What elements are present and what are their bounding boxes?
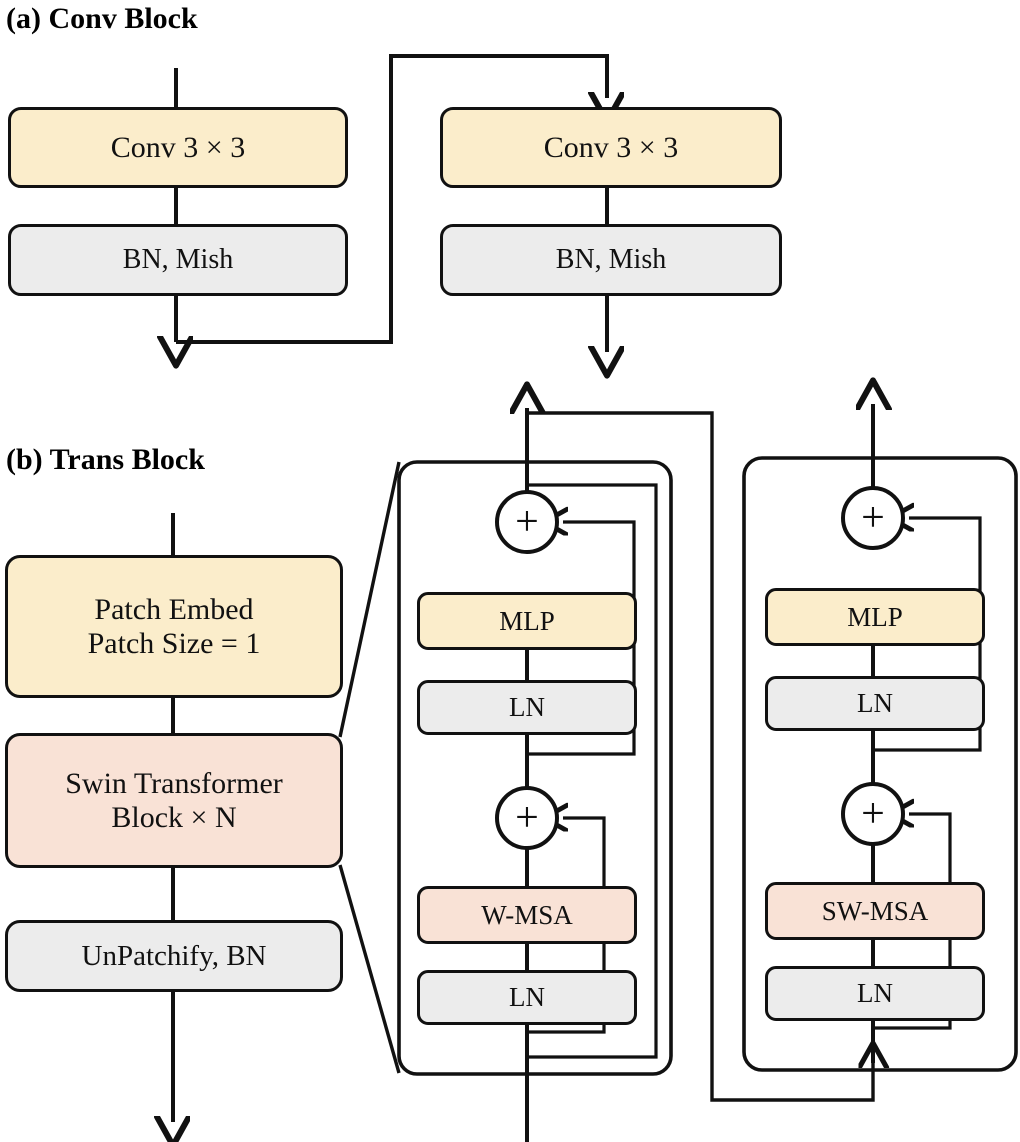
panel-a-title: (a) Conv Block bbox=[6, 2, 198, 35]
ln-4-label: LN bbox=[857, 978, 893, 1009]
bn-left-label: BN, Mish bbox=[122, 244, 234, 276]
ln-2-label: LN bbox=[509, 982, 545, 1013]
swin-block-box: Swin Transformer Block × N bbox=[5, 733, 343, 868]
ln-3-label: LN bbox=[857, 688, 893, 719]
add-2: + bbox=[515, 795, 539, 841]
bn-right-box: BN, Mish bbox=[440, 224, 782, 296]
bn-left-box: BN, Mish bbox=[8, 224, 348, 296]
conv-left-box: Conv 3 × 3 bbox=[8, 107, 348, 188]
mlp-1-box: MLP bbox=[417, 592, 637, 650]
mlp-1-label: MLP bbox=[499, 605, 555, 636]
sw-msa-box: SW-MSA bbox=[765, 882, 985, 940]
patch-embed-label-line2: Patch Size = 1 bbox=[87, 626, 261, 660]
unpatchify-box: UnPatchify, BN bbox=[5, 920, 343, 992]
ln-1-label: LN bbox=[509, 692, 545, 723]
conv-right-box: Conv 3 × 3 bbox=[440, 107, 782, 188]
conv-left-label: Conv 3 × 3 bbox=[110, 130, 246, 164]
add-3: + bbox=[861, 495, 885, 541]
ln-2-box: LN bbox=[417, 970, 637, 1025]
add-1: + bbox=[515, 499, 539, 545]
ln-3-box: LN bbox=[765, 676, 985, 731]
patch-embed-box: Patch Embed Patch Size = 1 bbox=[5, 555, 343, 698]
unpatchify-label: UnPatchify, BN bbox=[81, 939, 267, 972]
conv-right-label: Conv 3 × 3 bbox=[543, 130, 679, 164]
patch-embed-label-line1: Patch Embed bbox=[94, 592, 254, 626]
swin-block-label-line1: Swin Transformer bbox=[65, 766, 283, 800]
swin-block-label-line2: Block × N bbox=[111, 800, 237, 834]
ln-1-box: LN bbox=[417, 680, 637, 735]
w-msa-box: W-MSA bbox=[417, 886, 637, 944]
ln-4-box: LN bbox=[765, 966, 985, 1021]
bn-right-label: BN, Mish bbox=[555, 244, 667, 276]
mlp-2-label: MLP bbox=[847, 601, 903, 632]
w-msa-label: W-MSA bbox=[481, 899, 573, 930]
panel-b-title: (b) Trans Block bbox=[6, 443, 205, 476]
mlp-2-box: MLP bbox=[765, 588, 985, 646]
add-4: + bbox=[861, 791, 885, 837]
sw-msa-label: SW-MSA bbox=[821, 895, 929, 926]
